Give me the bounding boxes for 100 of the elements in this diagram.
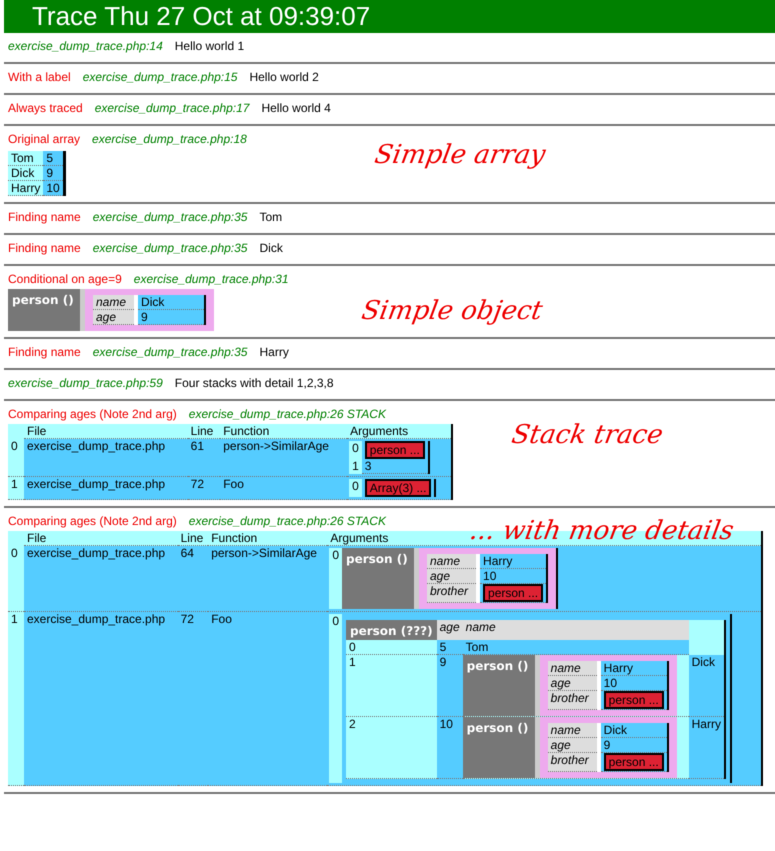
property-value: 9 (136, 310, 206, 324)
property-name: name (548, 723, 599, 738)
line-number: 64 (178, 546, 208, 612)
trace-label: Conditional on age=9 (8, 272, 122, 286)
trace-label: Comparing ages (Note 2nd arg) (8, 407, 177, 421)
source-location: exercise_dump_trace.php:18 (92, 132, 247, 146)
property-name: age (427, 568, 478, 584)
row-index: 1 (8, 476, 24, 500)
handwritten-note: Simple object (359, 296, 545, 326)
trace-message: Hello world 1 (174, 39, 244, 53)
trace-message: Tom (259, 210, 282, 224)
file-name: exercise_dump_trace.php (24, 546, 178, 612)
argument-index: 0 (329, 548, 342, 609)
trace-message: Dick (259, 241, 283, 255)
array-value: 9 (43, 166, 64, 180)
column-header: Arguments (347, 424, 452, 438)
function-name: Foo (220, 476, 348, 500)
trace-message: Hello world 2 (249, 70, 319, 84)
trace-label: Original array (8, 132, 80, 146)
array-value: 10 (43, 180, 64, 196)
handwritten-note: ... with more details (467, 516, 736, 546)
class-name: person () (342, 548, 416, 609)
file-name: exercise_dump_trace.php (24, 612, 178, 786)
column-header: Function (220, 424, 348, 438)
argument-index: 0 (349, 441, 362, 459)
file-name: exercise_dump_trace.php (24, 476, 188, 500)
function-name: Foo (208, 612, 328, 786)
column-header: File (24, 424, 188, 438)
line-number: 72 (178, 612, 208, 786)
property-name: brother (427, 584, 478, 602)
source-location: exercise_dump_trace.php:17 (94, 101, 250, 115)
column-header: name (462, 620, 689, 640)
object-reference: person ... (604, 753, 664, 771)
class-name: person () (8, 289, 82, 331)
property-name: brother (548, 752, 599, 772)
row-index: 1 (8, 612, 24, 786)
trace-label: Finding name (8, 210, 81, 224)
property-value: Dick (598, 723, 668, 738)
property-name: brother (548, 690, 599, 710)
trace-label: With a label (8, 70, 71, 84)
property-value: Tom (462, 640, 689, 654)
argument-index: 1 (349, 459, 362, 474)
column-header: Line (178, 531, 208, 546)
argument-value: 3 (362, 459, 429, 474)
property-value: Harry (688, 716, 725, 778)
property-value: Harry (598, 661, 668, 676)
row-index: 0 (8, 546, 24, 612)
column-header: File (24, 531, 178, 546)
argument-index: 0 (349, 479, 362, 497)
trace-message: Hello world 4 (261, 101, 331, 115)
source-location: exercise_dump_trace.php:31 (134, 272, 289, 286)
property-name: name (427, 554, 478, 568)
object-reference: Array(3) ... (364, 479, 432, 497)
source-location: exercise_dump_trace.php:59 (8, 376, 163, 390)
column-header: age (436, 620, 463, 640)
property-value: 10 (478, 568, 548, 584)
object-reference: person ... (483, 584, 544, 602)
array-key: Tom (8, 151, 44, 166)
function-name: person->SimilarAge (208, 546, 328, 612)
trace-label: Comparing ages (Note 2nd arg) (8, 514, 177, 528)
file-name: exercise_dump_trace.php (24, 438, 188, 476)
property-name: age (548, 738, 599, 752)
property-name: name (548, 661, 599, 676)
property-name: age (548, 676, 599, 690)
source-location: exercise_dump_trace.php:26 STACK (188, 514, 386, 528)
row-index: 0 (8, 438, 24, 476)
source-location: exercise_dump_trace.php:26 STACK (188, 407, 386, 421)
trace-label: Always traced (8, 101, 83, 115)
class-name: person () (462, 655, 538, 716)
trace-label: Finding name (8, 241, 81, 255)
array-key: Dick (8, 166, 44, 180)
property-value: Harry (478, 554, 548, 568)
handwritten-note: Simple array (372, 140, 548, 170)
source-location: exercise_dump_trace.php:15 (82, 70, 238, 84)
property-value: 9 (436, 654, 463, 716)
property-value: 5 (436, 640, 463, 654)
source-location: exercise_dump_trace.php:35 (92, 210, 248, 224)
source-location: exercise_dump_trace.php:14 (8, 39, 163, 53)
property-value: Dick (688, 654, 725, 716)
property-value: Dick (136, 295, 206, 310)
line-number: 61 (188, 438, 220, 476)
source-location: exercise_dump_trace.php:35 (92, 345, 248, 359)
column-header: Function (208, 531, 328, 546)
trace-label: Finding name (8, 345, 81, 359)
function-name: person->SimilarAge (220, 438, 348, 476)
array-key: Harry (8, 180, 44, 196)
property-name: name (93, 295, 136, 310)
trace-message: Four stacks with detail 1,2,3,8 (174, 376, 334, 390)
argument-index: 0 (329, 614, 342, 783)
object-reference: person ... (364, 441, 425, 459)
column-header: Line (188, 424, 220, 438)
line-number: 72 (188, 476, 220, 500)
array-value: 5 (43, 151, 64, 166)
title-bar: Trace Thu 27 Oct at 09:39:07 (4, 0, 775, 33)
property-name: age (93, 310, 136, 324)
class-name: person () (462, 717, 538, 778)
object-reference: person ... (604, 691, 664, 709)
handwritten-note: Stack trace (509, 420, 666, 450)
property-value: 10 (436, 716, 463, 778)
source-location: exercise_dump_trace.php:35 (92, 241, 248, 255)
